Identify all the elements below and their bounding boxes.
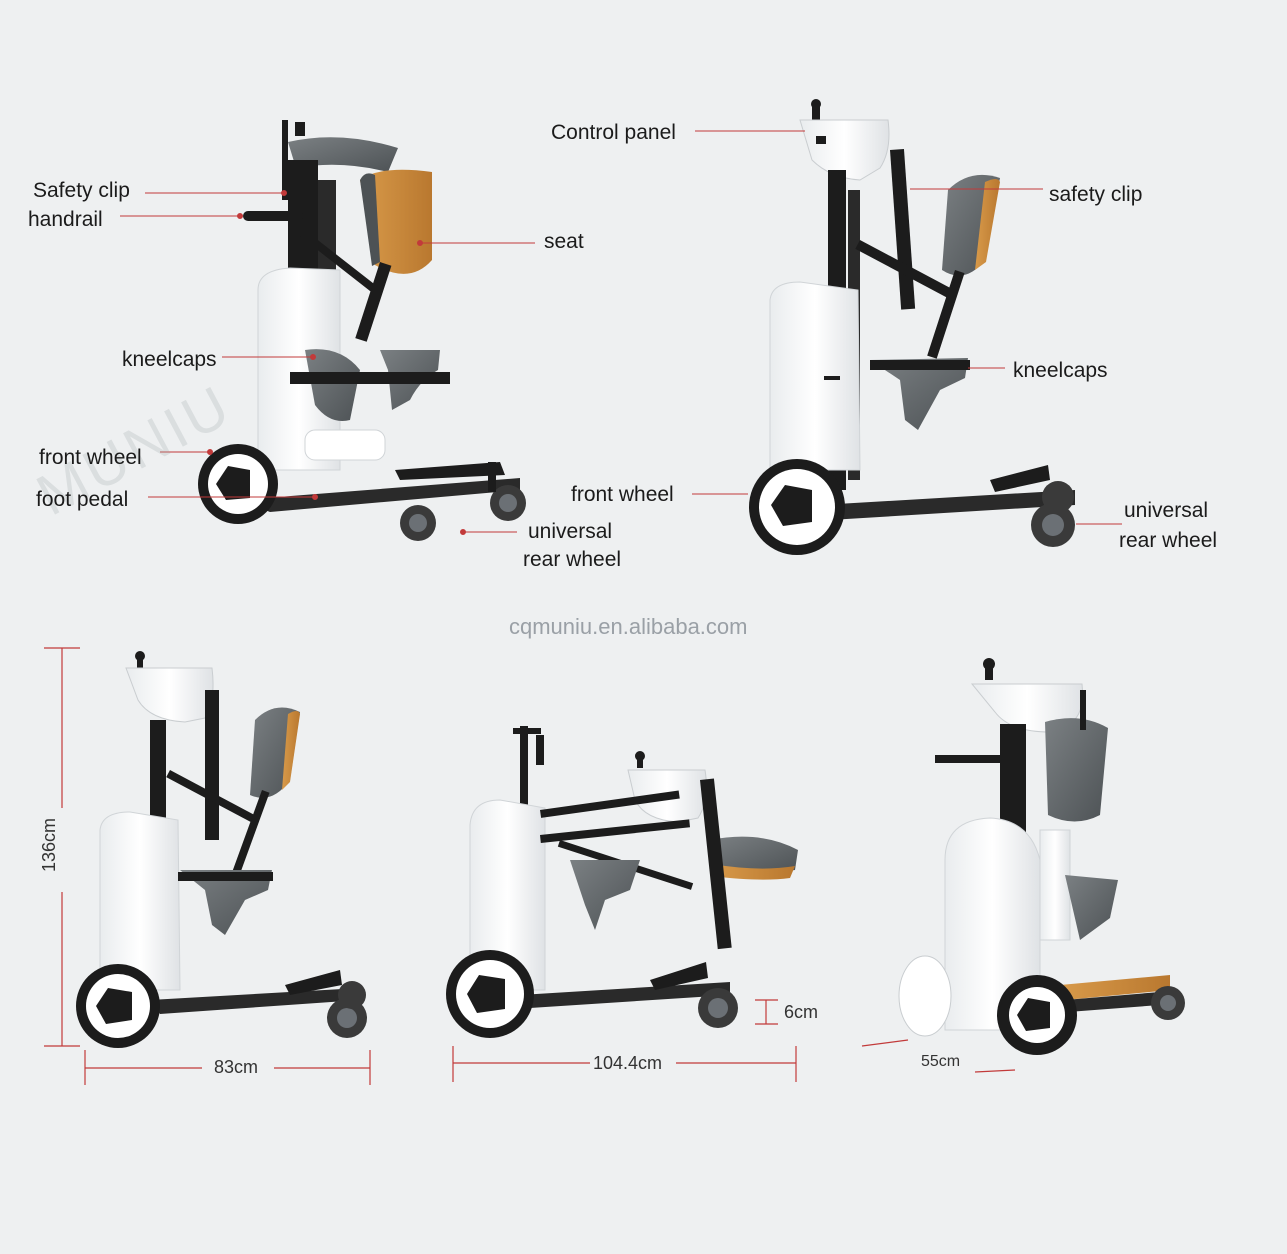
label-front-wheel: front wheel (39, 446, 142, 469)
label-safety-clip-2: safety clip (1049, 183, 1143, 206)
height-dimension (44, 647, 80, 1047)
seat-back-5 (1045, 718, 1108, 822)
label-handrail: handrail (28, 208, 103, 231)
chair-4 (446, 726, 798, 1038)
leaders-2 (692, 130, 1122, 525)
label-rear-wheel: rear wheel (523, 548, 622, 571)
body-shell-3 (99, 811, 181, 991)
label-foot-pedal: foot pedal (36, 488, 129, 511)
length-dimension-1 (84, 1050, 371, 1085)
label-seat: seat (544, 230, 584, 253)
label-universal: universal (528, 520, 613, 543)
leaders-1 (120, 190, 535, 535)
body-shell-4 (469, 799, 546, 991)
foot-plate-2 (820, 490, 1075, 520)
joystick (812, 102, 820, 122)
dim-length-seated: 104.4cm (593, 1053, 663, 1073)
clearance-dimension (755, 999, 778, 1025)
website-url: cqmuniu.en.alibaba.com (509, 614, 748, 639)
chair-2 (749, 99, 1075, 555)
control-panel (799, 119, 890, 181)
body-shell-2 (769, 281, 861, 471)
handrail-4 (520, 726, 528, 816)
dim-length-standing: 83cm (214, 1057, 259, 1077)
label-universal-2: universal (1124, 499, 1209, 522)
seat-4 (710, 836, 798, 874)
chair-3 (76, 651, 367, 1048)
control-panel-3 (125, 667, 214, 723)
label-front-wheel-2: front wheel (571, 483, 674, 506)
label-kneelcaps-2: kneelcaps (1013, 359, 1108, 382)
chair-1 (198, 120, 526, 541)
label-control-panel: Control panel (551, 121, 676, 144)
label-kneelcaps: kneelcaps (122, 348, 217, 371)
handrail (243, 211, 303, 221)
foot-pedal (240, 478, 520, 512)
dim-height: 136cm (39, 817, 60, 873)
kneecap-pad-2 (870, 358, 968, 430)
label-rear-wheel-2: rear wheel (1119, 529, 1218, 552)
label-safety-clip: Safety clip (33, 179, 130, 202)
dim-width: 55cm (921, 1053, 961, 1070)
length-dimension-2 (452, 1046, 797, 1082)
chair-5 (898, 658, 1185, 1055)
width-dimension (861, 1039, 1016, 1073)
dim-clearance: 6cm (784, 1002, 819, 1022)
